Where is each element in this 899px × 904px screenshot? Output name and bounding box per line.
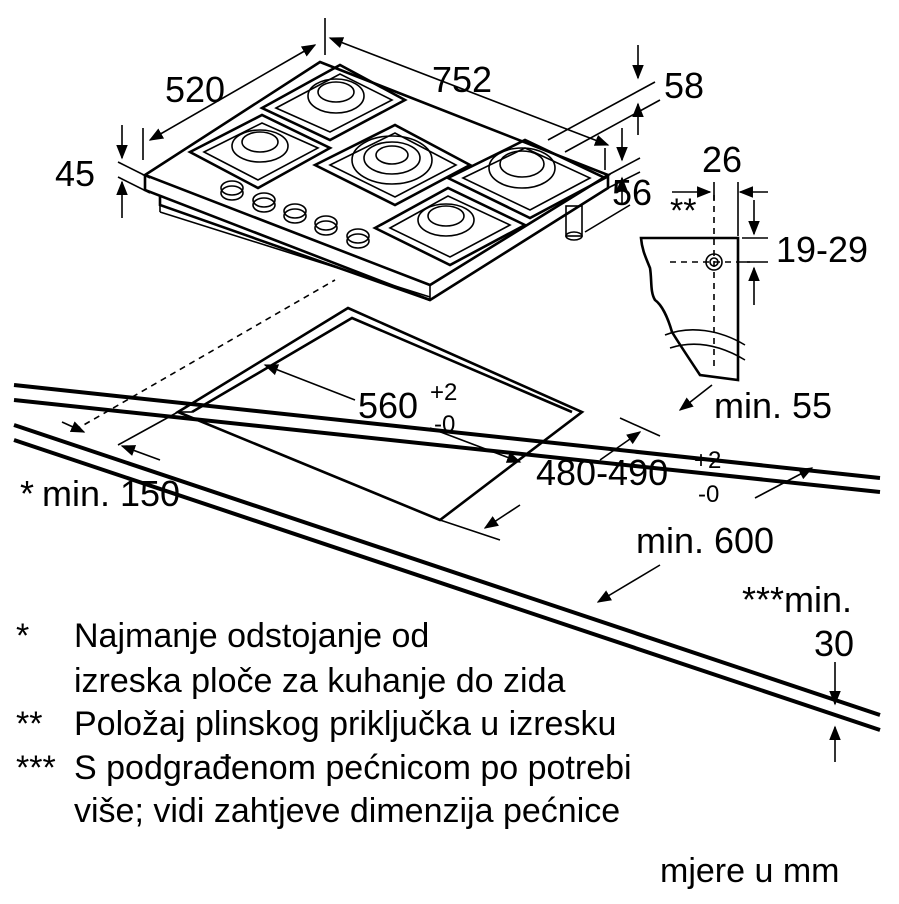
burner-front-right <box>372 186 528 267</box>
notes: * Najmanje odstojanje od izreska ploče z… <box>16 617 632 830</box>
label-min-worktop-depth: min. 600 <box>636 520 774 561</box>
label-min-back: min. 55 <box>714 385 832 426</box>
cutout <box>74 279 585 522</box>
label-hob-height: 45 <box>55 153 95 194</box>
control-knobs <box>220 180 370 249</box>
gas-connector <box>565 205 583 241</box>
note-text: više; vidi zahtjeve dimenzija pećnice <box>74 792 620 830</box>
label-edge-right-bottom: 56 <box>612 172 652 213</box>
label-gas-offset: 26 <box>702 139 742 180</box>
knob[interactable] <box>283 203 307 224</box>
label-gas-marker: ** <box>670 192 696 230</box>
note-mark: ** <box>16 705 42 743</box>
label-hob-width: 752 <box>432 59 492 100</box>
label-min-below: ***min. <box>742 579 852 620</box>
hob-dimension-lines <box>116 18 661 233</box>
knob[interactable] <box>252 192 276 213</box>
label-min-below-value: 30 <box>814 623 854 664</box>
gas-connection-detail <box>639 182 768 382</box>
note-text: izreska ploče za kuhanje do zida <box>74 662 565 700</box>
note-text: S podgrađenom pećnicom po potrebi <box>74 749 632 787</box>
label-hob-depth: 520 <box>165 69 225 110</box>
knob[interactable] <box>346 228 370 249</box>
note-mark: *** <box>16 749 56 787</box>
cutout-dimension-lines <box>61 364 841 762</box>
burner-front-left <box>187 113 333 190</box>
knob[interactable] <box>314 215 338 236</box>
label-cutout-depth-tol-plus: +2 <box>694 447 721 474</box>
label-edge-right-top: 58 <box>664 65 704 106</box>
label-cutout-depth: 480-490 <box>536 452 668 493</box>
worktop <box>13 383 881 732</box>
burner-back-right <box>445 138 608 220</box>
note-mark: * <box>16 617 29 655</box>
label-min-wall: min. 150 <box>42 473 180 514</box>
units-label: mjere u mm <box>660 852 839 890</box>
label-cutout-depth-tol-minus: -0 <box>698 481 719 508</box>
knob[interactable] <box>220 180 244 201</box>
label-gas-height: 19-29 <box>776 229 868 270</box>
label-cutout-width-tol-minus: -0 <box>434 411 455 438</box>
label-min-wall-star: * <box>20 473 34 514</box>
note-text: Položaj plinskog priključka u izresku <box>74 705 616 743</box>
note-text: Najmanje odstojanje od <box>74 617 429 655</box>
label-cutout-width: 560 <box>358 385 418 426</box>
burner-back-left <box>259 63 408 142</box>
label-cutout-width-tol-plus: +2 <box>430 379 457 406</box>
